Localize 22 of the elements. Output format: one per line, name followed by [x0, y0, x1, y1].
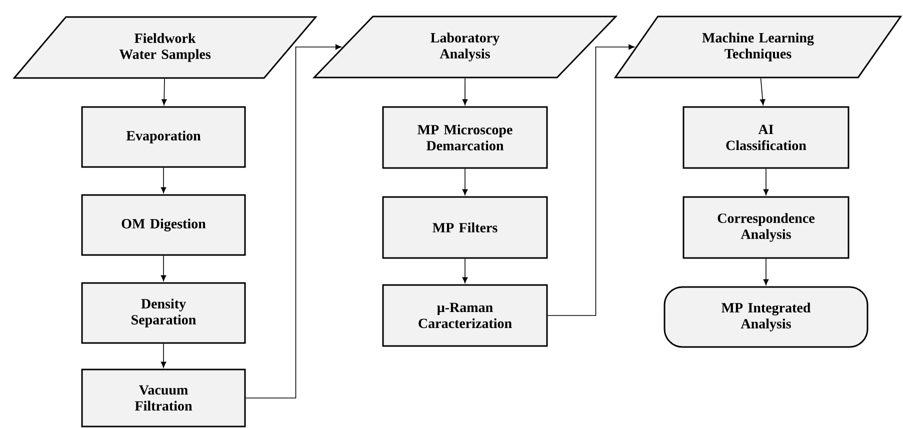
arrow	[245, 44, 342, 398]
process-box: MP Filters	[382, 196, 548, 259]
arrow	[462, 168, 468, 196]
arrow	[160, 343, 166, 368]
arrow	[160, 167, 166, 194]
arrow	[760, 78, 766, 106]
arrow	[462, 78, 468, 106]
process-box: Correspondence Analysis	[682, 196, 850, 259]
process-box: μ-Raman Caracterization	[382, 284, 548, 347]
process-box: OM Digestion	[81, 194, 246, 256]
process-box: Density Separation	[81, 282, 246, 344]
arrow	[462, 258, 468, 284]
process-box: AI Classification	[682, 106, 850, 169]
arrow	[160, 255, 166, 282]
arrow	[547, 44, 635, 316]
process-box: Evaporation	[81, 106, 246, 168]
process-box: Vacuum Filtration	[81, 368, 246, 428]
terminal-box: MP Integrated Analysis	[664, 286, 868, 348]
arrow	[161, 78, 167, 106]
arrow	[763, 168, 769, 196]
arrow	[763, 258, 769, 286]
process-box: MP Microscope Demarcation	[382, 106, 548, 169]
